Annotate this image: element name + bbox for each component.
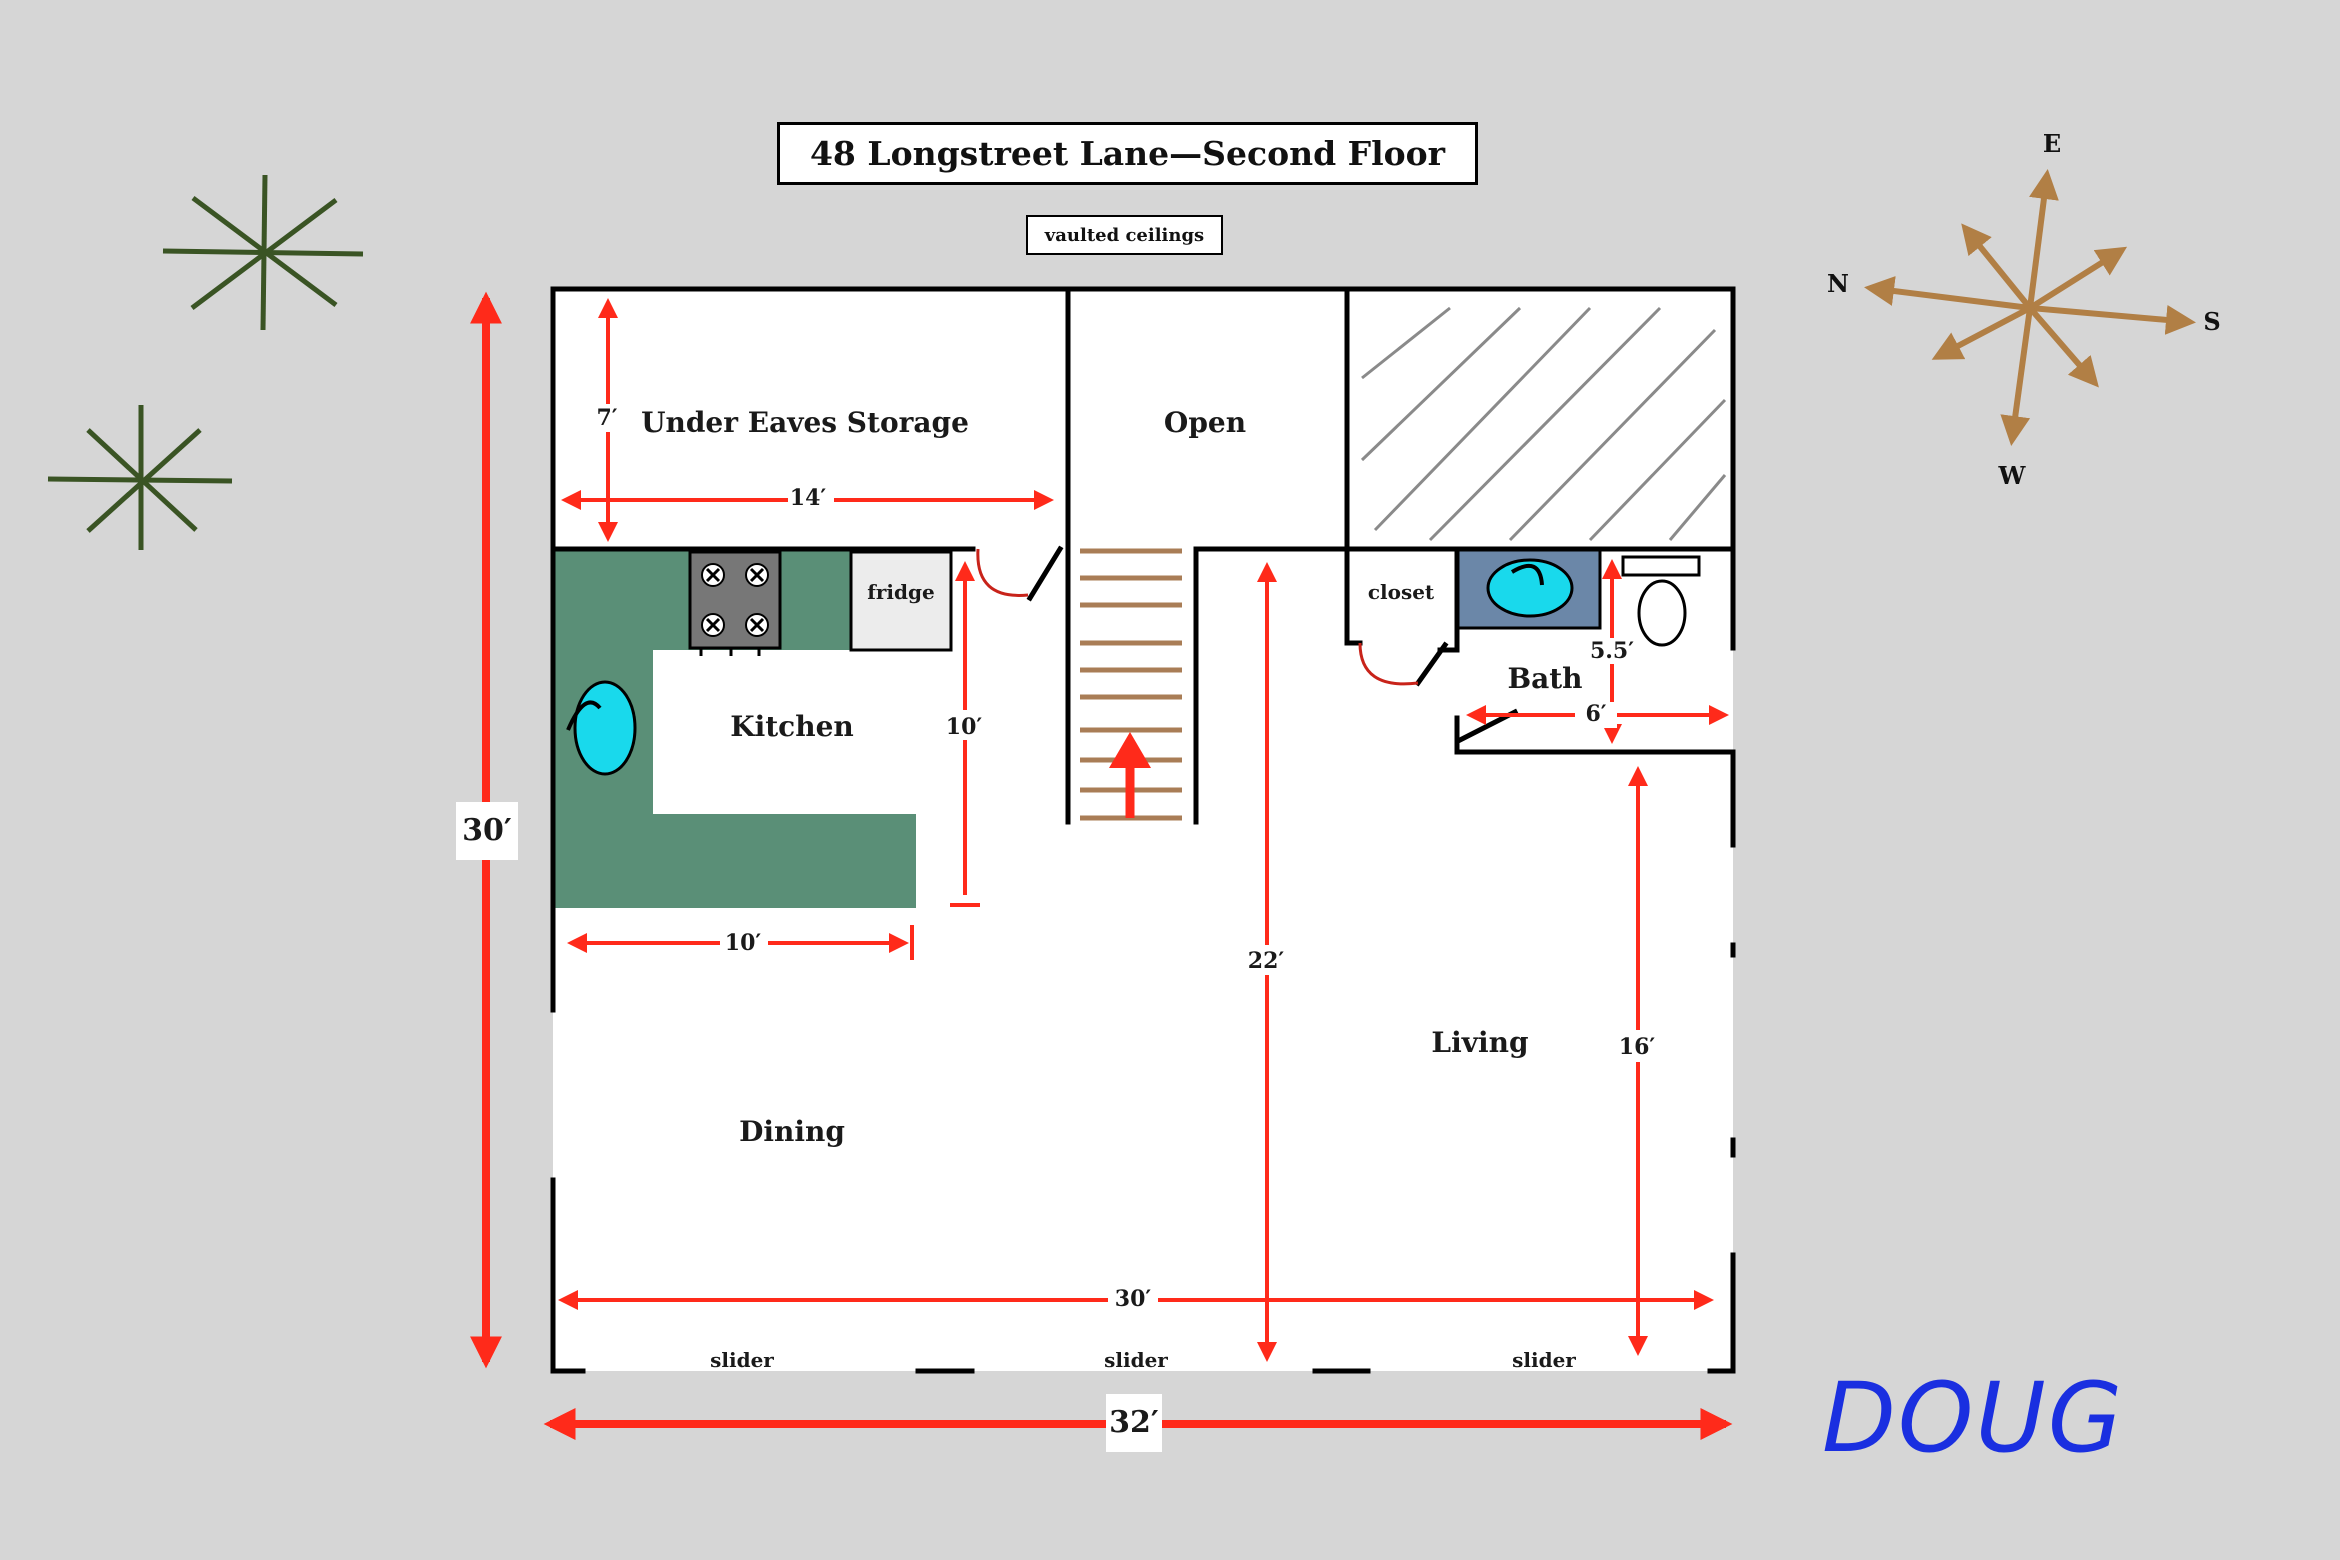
star-decoration-icon <box>162 174 364 331</box>
interior-width-label: 30′ <box>1115 1286 1152 1312</box>
bath-width-label: 6′ <box>1585 701 1606 727</box>
compass-east-label: E <box>2043 129 2061 158</box>
compass-south-label: S <box>2203 307 2220 336</box>
sink-icon <box>1456 548 1602 630</box>
living-depth-total-label: 22′ <box>1248 948 1285 974</box>
sink-icon <box>566 680 637 776</box>
overall-width-label: 32′ <box>1109 1405 1159 1440</box>
slider-right-label: slider <box>1512 1348 1576 1372</box>
stove-icon <box>688 550 782 656</box>
overall-height-label: 30′ <box>462 813 512 848</box>
star-decoration-icon <box>47 405 233 550</box>
overall-width-label-bg <box>1106 1394 1162 1452</box>
compass-north-label: N <box>1827 269 1849 298</box>
living-depth-label: 16′ <box>1619 1034 1656 1060</box>
bath-depth-label: 5.5′ <box>1590 638 1634 664</box>
kitchen-width-label: 10′ <box>725 930 762 956</box>
dining-label: Dining <box>739 1115 845 1148</box>
slider-left-label: slider <box>710 1348 774 1372</box>
fridge <box>849 550 953 652</box>
walls <box>550 286 1736 1374</box>
kitchen-label: Kitchen <box>730 710 853 743</box>
stair-arrow-icon <box>1109 732 1151 818</box>
slider-middle-label: slider <box>1104 1348 1168 1372</box>
storage-width-label: 14′ <box>790 485 827 511</box>
compass-rose-icon <box>1864 169 2196 446</box>
kitchen-depth-label: 10′ <box>946 714 983 740</box>
hatched-area <box>1360 306 1727 542</box>
compass-west-label: W <box>1998 461 2027 490</box>
bath-label: Bath <box>1507 662 1582 695</box>
plan-subtitle: vaulted ceilings <box>1026 215 1223 255</box>
living-label: Living <box>1431 1026 1528 1059</box>
closet-label: closet <box>1368 580 1435 604</box>
door-swings <box>976 548 1419 686</box>
fridge-label: fridge <box>867 580 934 604</box>
overall-height-label-bg <box>456 802 518 860</box>
kitchen-counter <box>555 549 916 908</box>
author-signature: DOUG <box>1822 1362 2125 1474</box>
staircase <box>1080 548 1182 821</box>
toilet-icon <box>1621 555 1701 647</box>
storage-label: Under Eaves Storage <box>641 406 969 439</box>
open-label: Open <box>1164 406 1246 439</box>
storage-height-label: 7′ <box>596 405 617 431</box>
plan-title: 48 Longstreet Lane—Second Floor <box>777 122 1478 185</box>
